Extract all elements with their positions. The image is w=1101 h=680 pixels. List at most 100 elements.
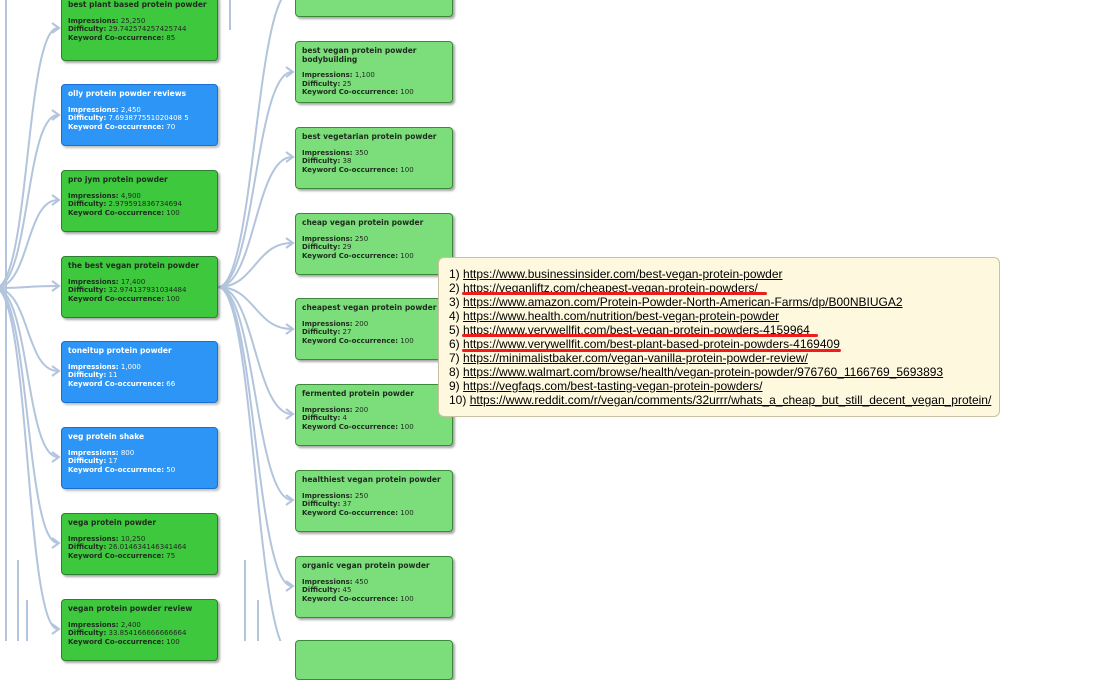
url-link[interactable]: https://veganliftz.com/cheapest-vegan-pr…	[463, 281, 758, 295]
keyword-node[interactable]: olly protein powder reviews Impressions:…	[61, 84, 218, 146]
difficulty-value: 2.979591836734694	[108, 200, 182, 208]
keyword-node[interactable]: cheapest vegan protein powder Impression…	[295, 298, 453, 360]
url-link[interactable]: https://www.businessinsider.com/best-veg…	[463, 267, 783, 281]
serp-url-tooltip: 1) https://www.businessinsider.com/best-…	[438, 257, 1000, 417]
link-arrow	[285, 151, 295, 163]
keyword-node[interactable]: cheap vegan protein powder Impressions: …	[295, 213, 453, 275]
link-arrow	[285, 408, 295, 420]
keyword-node[interactable]	[295, 640, 453, 680]
node-title: fermented protein powder	[302, 389, 414, 398]
link-arrow	[51, 194, 61, 206]
link-arrow	[285, 66, 295, 78]
highlight-underline	[462, 349, 841, 352]
impressions-value: 2,400	[120, 620, 141, 629]
difficulty-value: 45	[342, 586, 352, 594]
cooccurrence-value: 100	[400, 594, 414, 603]
tree-link	[0, 285, 59, 289]
link-arrow	[51, 623, 61, 635]
node-title: cheapest vegan protein powder	[302, 303, 437, 312]
node-title: toneitup protein powder	[68, 346, 172, 355]
cooccurrence-value: 50	[166, 465, 176, 474]
difficulty-value: 26.014634146341464	[108, 543, 187, 551]
keyword-node[interactable]: fermented protein powder Impressions: 20…	[295, 384, 453, 446]
cooccurrence-value: 100	[166, 637, 180, 646]
url-row: 2) https://veganliftz.com/cheapest-vegan…	[449, 281, 758, 295]
keyword-node[interactable]: vega protein powder Impressions: 10,250 …	[61, 513, 218, 575]
impressions-value: 2,450	[120, 105, 141, 114]
url-link[interactable]: https://www.amazon.com/Protein-Powder-No…	[463, 295, 903, 309]
cooccurrence-value: 100	[166, 294, 180, 303]
link-arrow	[51, 22, 61, 34]
keyword-node[interactable]: best plant based protein powder Impressi…	[61, 0, 218, 61]
impressions-value: 250	[354, 491, 369, 500]
url-row: 1) https://www.businessinsider.com/best-…	[449, 267, 783, 281]
tree-links	[0, 0, 295, 641]
node-title: vegan protein powder review	[68, 604, 193, 613]
highlight-underline	[462, 334, 818, 337]
difficulty-value: 33.854166666666664	[108, 629, 187, 637]
difficulty-value: 29.742574257425744	[108, 25, 187, 33]
node-title: organic vegan protein powder	[302, 561, 430, 570]
keyword-node[interactable]: toneitup protein powder Impressions: 1,0…	[61, 341, 218, 403]
url-row: 9) https://vegfaqs.com/best-tasting-vega…	[449, 379, 763, 393]
cooccurrence-value: 100	[400, 422, 414, 431]
keyword-node[interactable]: the best vegan protein powder Impression…	[61, 256, 218, 318]
cooccurrence-value: 100	[400, 251, 414, 260]
link-arrow	[51, 451, 61, 463]
cooccurrence-value: 100	[400, 508, 414, 517]
keyword-node[interactable]	[295, 0, 453, 17]
url-link[interactable]: https://vegfaqs.com/best-tasting-vegan-p…	[463, 379, 763, 393]
node-title: the best vegan protein powder	[68, 261, 200, 270]
node-title: best vegan protein powder bodybuilding	[302, 46, 417, 64]
link-arrow	[285, 323, 295, 335]
difficulty-value: 32.974137931034484	[108, 286, 187, 294]
cooccurrence-value: 100	[400, 336, 414, 345]
node-title: healthiest vegan protein powder	[302, 475, 441, 484]
tree-link	[217, 0, 283, 288]
url-row: 7) https://minimalistbaker.com/vegan-van…	[449, 351, 808, 365]
url-link[interactable]: https://www.health.com/nutrition/best-ve…	[463, 309, 780, 323]
node-title: vega protein powder	[68, 518, 157, 527]
impressions-value: 200	[354, 405, 369, 414]
node-title: pro jym protein powder	[68, 175, 168, 184]
cooccurrence-value: 100	[166, 208, 180, 217]
difficulty-value: 25	[342, 79, 352, 88]
keyword-node[interactable]: organic vegan protein powder Impressions…	[295, 556, 453, 618]
node-title: best plant based protein powder	[68, 0, 207, 9]
impressions-value: 25,250	[120, 16, 146, 25]
keyword-node[interactable]: best vegetarian protein powder Impressio…	[295, 127, 453, 189]
cooccurrence-value: 100	[400, 88, 414, 96]
link-arrow	[51, 365, 61, 377]
url-link[interactable]: https://minimalistbaker.com/vegan-vanill…	[463, 351, 808, 365]
difficulty-value: 29	[342, 243, 352, 251]
link-arrow	[285, 237, 295, 249]
url-row: 8) https://www.walmart.com/browse/health…	[449, 365, 944, 379]
url-row: 6) https://www.verywellfit.com/best-plan…	[449, 337, 840, 351]
url-link[interactable]: https://www.verywellfit.com/best-vegan-p…	[463, 323, 810, 337]
tree-link	[217, 71, 293, 288]
link-arrow	[51, 109, 61, 121]
url-row: 3) https://www.amazon.com/Protein-Powder…	[449, 295, 903, 309]
highlight-underline	[462, 292, 767, 295]
node-title: best vegetarian protein powder	[302, 132, 437, 141]
impressions-value: 250	[354, 234, 369, 243]
impressions-value: 450	[354, 577, 369, 586]
tree-link	[217, 286, 293, 501]
keyword-node[interactable]: healthiest vegan protein powder Impressi…	[295, 470, 453, 532]
node-title: olly protein powder reviews	[68, 89, 187, 98]
tree-link	[0, 288, 59, 544]
keyword-node[interactable]: vegan protein powder review Impressions:…	[61, 599, 218, 661]
url-link[interactable]: https://www.reddit.com/r/vegan/comments/…	[469, 393, 992, 407]
keyword-node[interactable]: pro jym protein powder Impressions: 4,90…	[61, 170, 218, 232]
impressions-value: 350	[354, 148, 369, 157]
impressions-value: 4,900	[120, 191, 141, 200]
url-row: 5) https://www.verywellfit.com/best-vega…	[449, 323, 810, 337]
cooccurrence-value: 75	[166, 551, 176, 560]
url-link[interactable]: https://www.verywellfit.com/best-plant-b…	[463, 337, 840, 351]
tree-link	[217, 286, 293, 587]
cooccurrence-value: 85	[166, 33, 176, 42]
impressions-value: 800	[120, 448, 135, 457]
keyword-node[interactable]: best vegan protein powder bodybuilding I…	[295, 41, 453, 103]
keyword-node[interactable]: veg protein shake Impressions: 800 Diffi…	[61, 427, 218, 489]
url-link[interactable]: https://www.walmart.com/browse/health/ve…	[463, 365, 944, 379]
